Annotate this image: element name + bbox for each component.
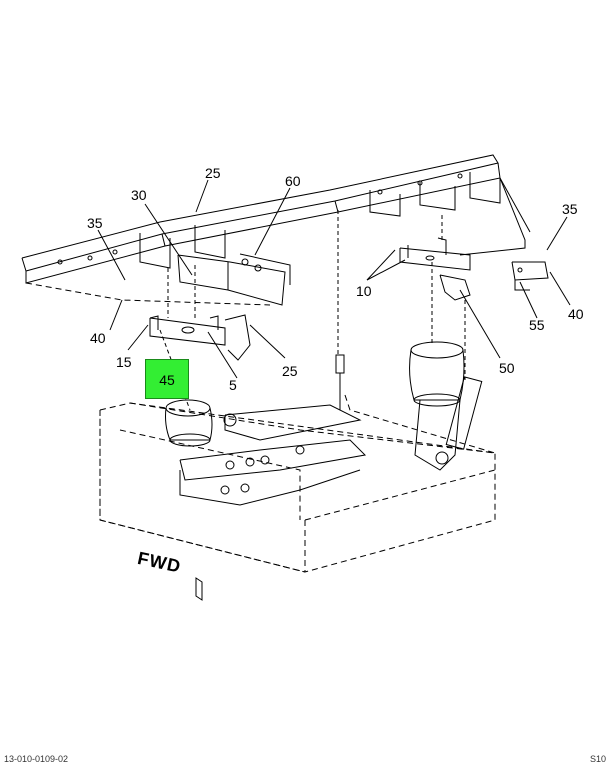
upper-frame-rail <box>21 154 531 306</box>
callout-25-top: 25 <box>205 165 221 181</box>
callout-40-left: 40 <box>90 330 106 346</box>
highlighted-callout-label: 45 <box>159 372 175 388</box>
callout-labels: 25 30 60 35 35 10 40 40 15 5 25 50 55 <box>87 165 584 393</box>
callout-25-mid: 25 <box>282 363 298 379</box>
forward-arrow-icon <box>195 577 203 601</box>
callout-60: 60 <box>285 173 301 189</box>
page-code: S10 <box>589 754 606 764</box>
callout-5: 5 <box>229 377 237 393</box>
left-upper-bracket <box>177 253 291 306</box>
callout-55: 55 <box>529 317 545 333</box>
left-air-spring <box>165 399 213 447</box>
callout-10: 10 <box>356 283 372 299</box>
leader-lines <box>97 179 571 379</box>
callout-40-right: 40 <box>568 306 584 322</box>
diagram-code: 13-010-0109-02 <box>4 754 69 764</box>
callout-15: 15 <box>116 354 132 370</box>
callout-35-right: 35 <box>562 201 578 217</box>
right-upper-bracket <box>399 215 471 345</box>
center-linkage <box>179 210 367 506</box>
highlighted-callout-45[interactable]: 45 <box>145 359 189 399</box>
bracket-50 <box>439 274 471 380</box>
callout-50: 50 <box>499 360 515 376</box>
callout-35-left: 35 <box>87 215 103 231</box>
lower-axle-frame <box>99 394 496 573</box>
right-air-spring <box>409 341 483 471</box>
callout-30: 30 <box>131 187 147 203</box>
bracket-55 <box>511 261 549 291</box>
